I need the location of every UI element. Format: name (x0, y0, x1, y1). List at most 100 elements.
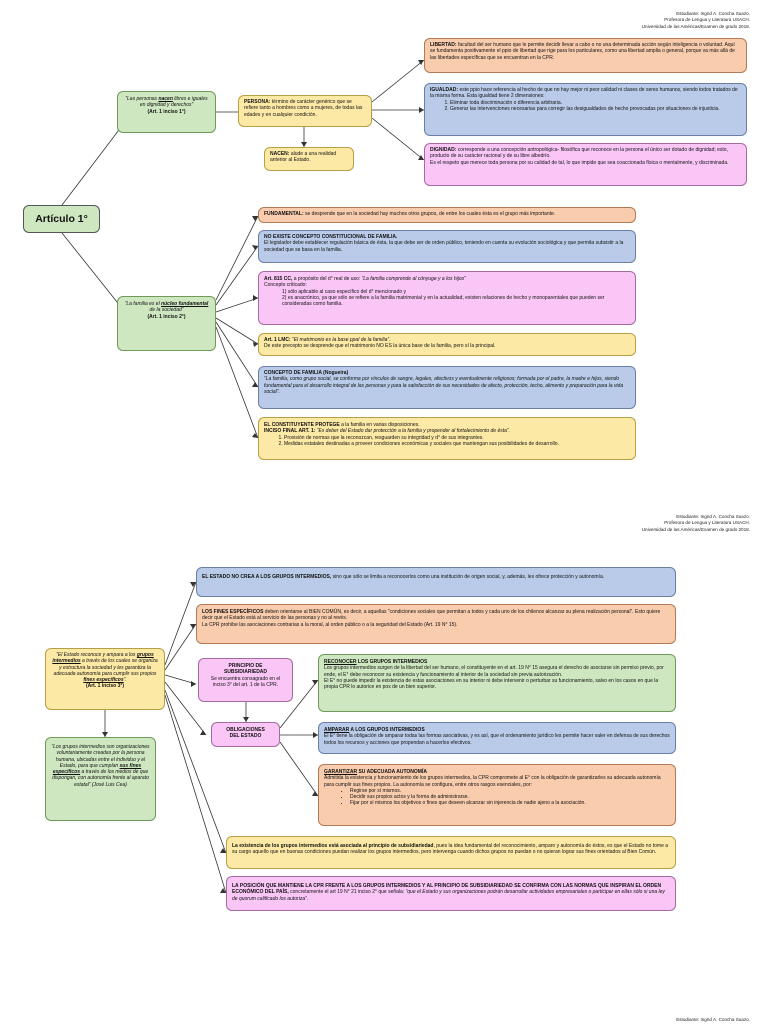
libertad-label: LIBERTAD: (430, 42, 457, 48)
nacen-box: NACEN: alude a una realidad anterior al … (264, 147, 354, 171)
quote3-c: a través de los cuales se organiza y est… (53, 658, 158, 677)
no-crea-box: EL ESTADO NO CREA A LOS GRUPOS INTERMEDI… (196, 567, 676, 597)
quote1-word: nacen (158, 96, 173, 102)
quote2-word: núcleo fundamental (161, 301, 209, 307)
fundamental-text: se desprende que en la sociedad hay much… (303, 211, 556, 217)
libertad-box: LIBERTAD: facultad del ser humano que le… (424, 38, 747, 73)
art815-box: Art. 815 CC, a propósito del d° real de … (258, 271, 636, 325)
garantizar-item-2: Decidir sus propios actos y la forma de … (350, 794, 670, 800)
header-student: Estudiante: Ingrid A. Concha Suazo. (676, 11, 750, 16)
obligaciones-t1: OBLIGACIONES (226, 727, 265, 733)
principio-title1: PRINCIPIO DE (228, 663, 263, 669)
constituyente-text: a la familia en varias disposiciones. (339, 422, 420, 428)
nogueira-label: CONCEPTO DE FAMILIA (Nogueira) (264, 370, 349, 376)
principio-title2: SUBSIDIARIEDAD (223, 669, 268, 676)
garantizar-item-3: Fijar por sí mismos los objetivos o fine… (350, 800, 670, 806)
header2-universidad: Universidad de las Américas/Examen de gr… (641, 526, 750, 532)
header-profesora: Profesora de Lengua y Literatura USACH. (664, 17, 750, 23)
header2-student: Estudiante: Ingrid A. Concha Suazo. (676, 514, 750, 519)
posicion-box: LA POSICIÓN QUE MANTIENE LA CPR FRENTE A… (226, 876, 676, 911)
reconocer-text: Los grupos intermedios surgen de la libe… (324, 665, 664, 678)
art815-mid: a propósito del d° real de uso: (292, 276, 362, 282)
reconocer-label: RECONOCER (324, 659, 357, 665)
quote3-a: “El Estado reconoce y ampara a los (56, 652, 137, 658)
fines-label: LOS FINES ESPECÍFICOS (202, 609, 264, 615)
fundamental-label: FUNDAMENTAL: (264, 211, 304, 217)
libertad-text: facultad del ser humano que le permite d… (430, 42, 735, 61)
no-crea-text: sino que sólo se limita a reconocerlos c… (331, 574, 605, 580)
quote1-ref: (Art. 1 inciso 1°) (147, 108, 186, 115)
reconocer-box: RECONOCER LOS GRUPOS INTERMEDIOS Los gru… (318, 654, 676, 712)
art1lmc-label: Art. 1 LMC: (264, 337, 291, 343)
persona-box: PERSONA: término de carácter genérico qu… (238, 95, 372, 127)
reconocer-text2: El E° no puede impedir la existencia de … (324, 677, 659, 691)
art815-quote: “La familia comprende al cónyuge y a los… (361, 276, 466, 282)
persona-text: término de carácter genérico que se refi… (244, 99, 363, 118)
page1-header: Estudiante: Ingrid A. Concha Suazo. Prof… (642, 11, 750, 30)
dignidad-label: DIGNIDAD: (430, 147, 457, 153)
art815-label: Art. 815 CC, (264, 276, 293, 282)
igualdad-text: este ppio hace referencia al hecho de qu… (430, 87, 738, 100)
no-crea-label: EL ESTADO NO CREA A LOS GRUPOS INTERMEDI… (202, 574, 332, 580)
garantizar-label-rest: SU ADECUADA AUTONOMÍA (357, 769, 427, 775)
amparar-label-rest: A LOS GRUPOS INTERMEDIOS (349, 727, 425, 733)
amparar-text: El E° tiene la obligación de amparar tod… (324, 733, 670, 746)
constituyente-box: EL CONSTITUYENTE PROTEGE a la familia en… (258, 417, 636, 460)
quote2-post: de la sociedad” (149, 307, 184, 314)
no-existe-box: NO EXISTE CONCEPTO CONSTITUCIONAL DE FAM… (258, 230, 636, 263)
inciso-final-quote: “Es deber del Estado dar protección a la… (315, 428, 510, 435)
art1lmc-text: De este precepto se desprende que el mat… (264, 343, 496, 350)
nacen-label: NACEN: (270, 151, 290, 157)
art815-c2: 2) es anacrónico, ya que sólo se refiere… (282, 294, 605, 308)
art815-c1: 1) sólo aplicable al caso específico del… (282, 288, 407, 295)
cea-a: “Los grupos intermedios son organizacion… (51, 744, 150, 769)
posicion-quote: “que el Estado y sus organizaciones podr… (232, 889, 665, 902)
articulo-1-title: Artículo 1° (23, 205, 100, 233)
existencia-text: , pues la idea fundamental del reconocim… (232, 843, 669, 856)
igualdad-item-2: Generar las intervenciones necesarias pa… (450, 106, 741, 112)
igualdad-label: IGUALDAD: (430, 87, 459, 93)
garantizar-box: GARANTIZAR SU ADECUADA AUTONOMÍA Admitid… (318, 764, 676, 826)
existencia-label: La existencia de los grupos intermedios … (232, 843, 434, 849)
garantizar-label: GARANTIZAR (324, 769, 358, 775)
dignidad-box: DIGNIDAD: corresponde a una concepción a… (424, 143, 747, 186)
no-existe-text: El legislador debe establecer regulación… (264, 240, 624, 253)
quote3-e: ”. (123, 677, 127, 684)
fundamental-box: FUNDAMENTAL: se desprende que en la soci… (258, 207, 636, 223)
art1lmc-quote: “El matrimonio es la base ppal de la fam… (290, 337, 391, 343)
fines-especificos-box: LOS FINES ESPECÍFICOS deben orientarse a… (196, 604, 676, 644)
amparar-label: AMPARAR (324, 727, 350, 733)
quote-familia-nucleo: “La familia es el núcleo fundamental de … (117, 296, 216, 351)
art1lmc-box: Art. 1 LMC: “El matrimonio es la base pp… (258, 333, 636, 356)
quote2-pre: “La familia es el (124, 301, 162, 307)
no-existe-label: NO EXISTE CONCEPTO CONSTITUCIONAL DE FAM… (264, 234, 398, 240)
quote1-post: libres e iguales en dignidad y derechos” (139, 96, 208, 109)
existencia-box: La existencia de los grupos intermedios … (226, 836, 676, 869)
constituyente-item-1: Provisión de normas que la reconozcan, r… (284, 435, 630, 441)
garantizar-item-1: Regirse por sí mismos. (350, 788, 670, 794)
quote3-b: grupos intermedios (52, 652, 154, 665)
page2-header: Estudiante: Ingrid A. Concha Suazo. Prof… (642, 514, 750, 533)
constituyente-item-2: Medidas estatales destinadas a proveer c… (284, 441, 630, 447)
igualdad-item-1: Eliminar toda discriminación o diferenci… (450, 100, 741, 106)
quote-nacen-libres: “Las personas nacen libres e iguales en … (117, 91, 216, 133)
quote-jose-luis-cea: “Los grupos intermedios son organizacion… (45, 737, 156, 821)
quote1-pre: “Las personas (125, 96, 159, 102)
quote2-ref: (Art. 1 inciso 2°) (147, 313, 186, 320)
obligaciones-estado-box: OBLIGACIONES DEL ESTADO (211, 722, 280, 747)
posicion-label: LA POSICIÓN QUE MANTIENE LA CPR FRENTE A… (232, 883, 662, 896)
garantizar-text: Admitida la existencia y funcionamiento … (324, 775, 661, 788)
quote3-ref: (Art. 1 inciso 3°) (85, 683, 125, 690)
igualdad-box: IGUALDAD: este ppio hace referencia al h… (424, 83, 747, 136)
quote-grupos-intermedios: “El Estado reconoce y ampara a los grupo… (45, 648, 165, 710)
obligaciones-t2: DEL ESTADO (229, 733, 262, 740)
inciso-final-label: INCISO FINAL ART. 1: (264, 428, 316, 435)
reconocer-label-rest: LOS GRUPOS INTERMEDIOS (356, 659, 428, 665)
persona-label: PERSONA: (244, 99, 271, 105)
nogueira-box: CONCEPTO DE FAMILIA (Nogueira) “La famil… (258, 366, 636, 409)
fines-text: deben orientarse al BIEN COMÚN, es decir… (202, 609, 661, 622)
cea-b: sus fines específicos (52, 762, 142, 776)
header2-profesora: Profesora de Lengua y Literatura USACH. (664, 520, 750, 526)
fines-text2: La CPR prohíbe las asociaciones contrari… (202, 621, 458, 628)
